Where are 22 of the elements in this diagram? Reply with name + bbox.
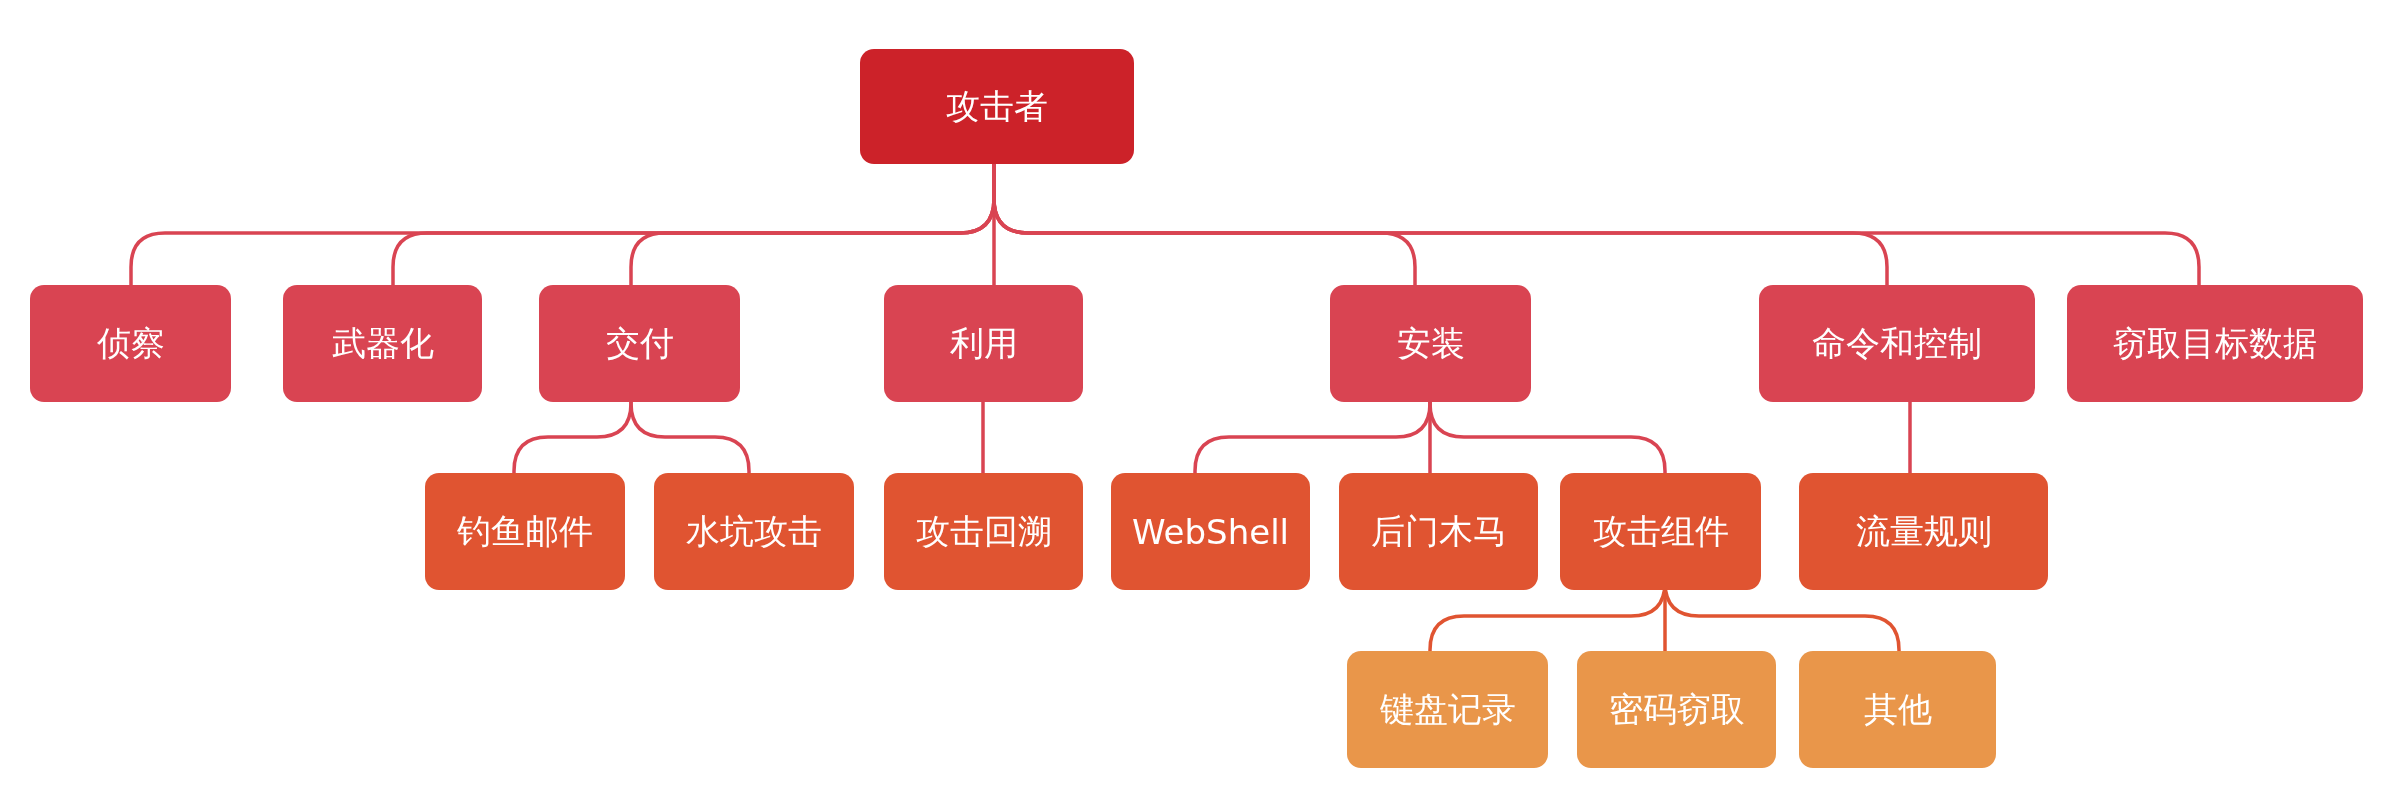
node-box: 利用 (884, 285, 1083, 402)
node-box: 命令和控制 (1759, 285, 2035, 402)
node-box: 流量规则 (1799, 473, 2048, 590)
node-box: 安装 (1330, 285, 1531, 402)
connector-line (1908, 402, 1912, 473)
node-box: 密码窃取 (1577, 651, 1776, 768)
node-box: 攻击回溯 (884, 473, 1083, 590)
node-box: 交付 (539, 285, 740, 402)
node-box: WebShell (1111, 473, 1310, 590)
connector-line (1428, 401, 1667, 474)
node-box: 武器化 (283, 285, 482, 402)
node-box: 窃取目标数据 (2067, 285, 2363, 402)
connector-line (629, 401, 751, 474)
node-box: 水坑攻击 (654, 473, 854, 590)
node-box: 侦察 (30, 285, 231, 402)
connector-line (981, 402, 985, 473)
node-box: 钓鱼邮件 (425, 473, 625, 590)
node-box: 攻击者 (860, 49, 1134, 164)
node-box: 其他 (1799, 651, 1996, 768)
node-box: 键盘记录 (1347, 651, 1548, 768)
node-box: 后门木马 (1339, 473, 1538, 590)
node-box: 攻击组件 (1560, 473, 1761, 590)
